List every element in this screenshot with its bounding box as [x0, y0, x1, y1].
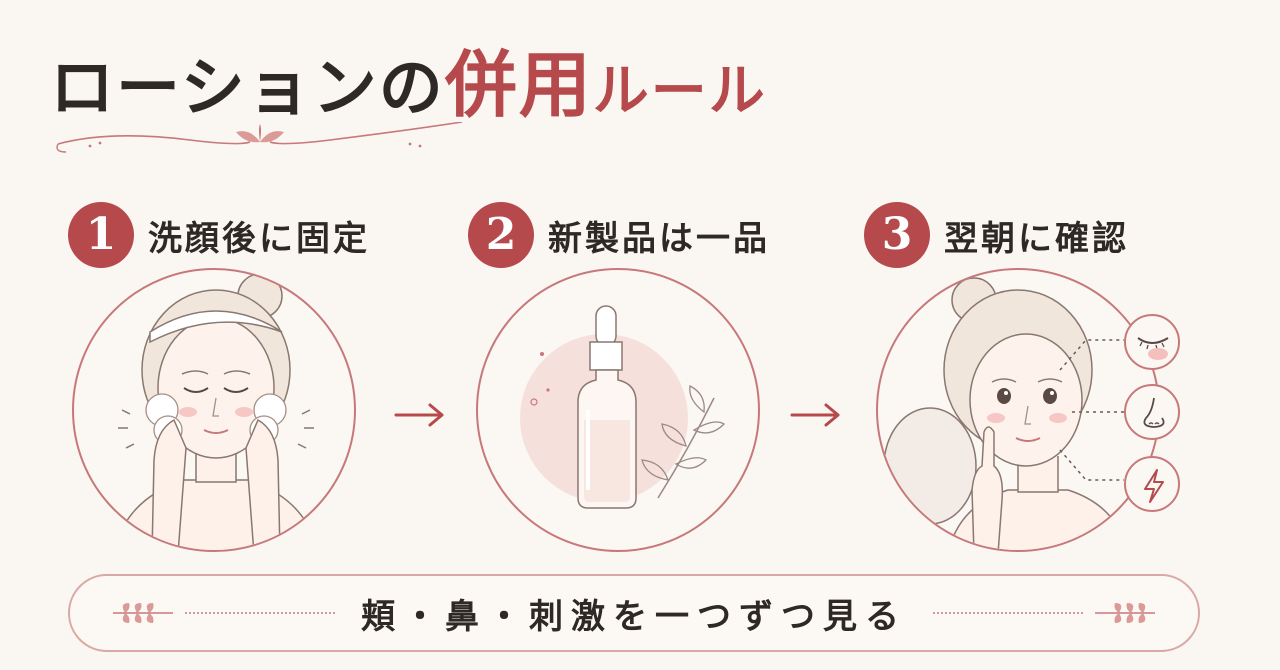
title-part-main: ローションの [50, 51, 445, 126]
closed-eye-cheek-icon [1137, 337, 1169, 360]
title-flourish-icon [56, 122, 463, 153]
banner-text: 頬・鼻・刺激を一つずつ見る [361, 596, 907, 637]
nose-icon [1143, 397, 1165, 428]
right-arrow-icon [790, 403, 840, 427]
title-part-accent: 併用 [444, 42, 593, 127]
step-header-1: 1 洗顔後に固定 [68, 200, 370, 270]
step-2-illustration [476, 268, 760, 552]
face-washing-woman-icon [114, 273, 318, 550]
leaf-sprig-icon [113, 603, 173, 623]
woman-checking-skin-icon [883, 277, 1128, 550]
dotted-divider [185, 612, 335, 614]
step-1-illustration [72, 268, 356, 552]
step-header-2: 2 新製品は一品 [468, 200, 770, 270]
step-label: 新製品は一品 [548, 218, 770, 259]
title-area: ローションの併用ルール [50, 40, 830, 130]
right-arrow-icon [394, 403, 444, 427]
lightning-irritation-icon [1144, 469, 1164, 503]
step-label: 洗顔後に固定 [148, 218, 370, 259]
title-part-rule: ルール [592, 58, 767, 124]
page-title: ローションの併用ルール [50, 40, 830, 136]
connector-lines [1059, 339, 1124, 481]
dotted-divider [933, 612, 1083, 614]
step-header-3: 3 翌朝に確認 [864, 200, 1129, 270]
leaf-sprig-icon [1095, 603, 1155, 623]
step-number-badge: 2 [468, 202, 534, 268]
irritation-check-circle [1124, 456, 1180, 512]
step-label: 翌朝に確認 [944, 218, 1129, 259]
serum-dropper-bottle-icon [520, 305, 726, 509]
nose-check-circle [1124, 384, 1180, 440]
step-number-badge: 3 [864, 202, 930, 268]
step-number-badge: 1 [68, 202, 134, 268]
summary-banner: 頬・鼻・刺激を一つずつ見る [68, 574, 1200, 652]
step-3-illustration [876, 268, 1160, 552]
cheek-check-circle [1124, 314, 1180, 370]
